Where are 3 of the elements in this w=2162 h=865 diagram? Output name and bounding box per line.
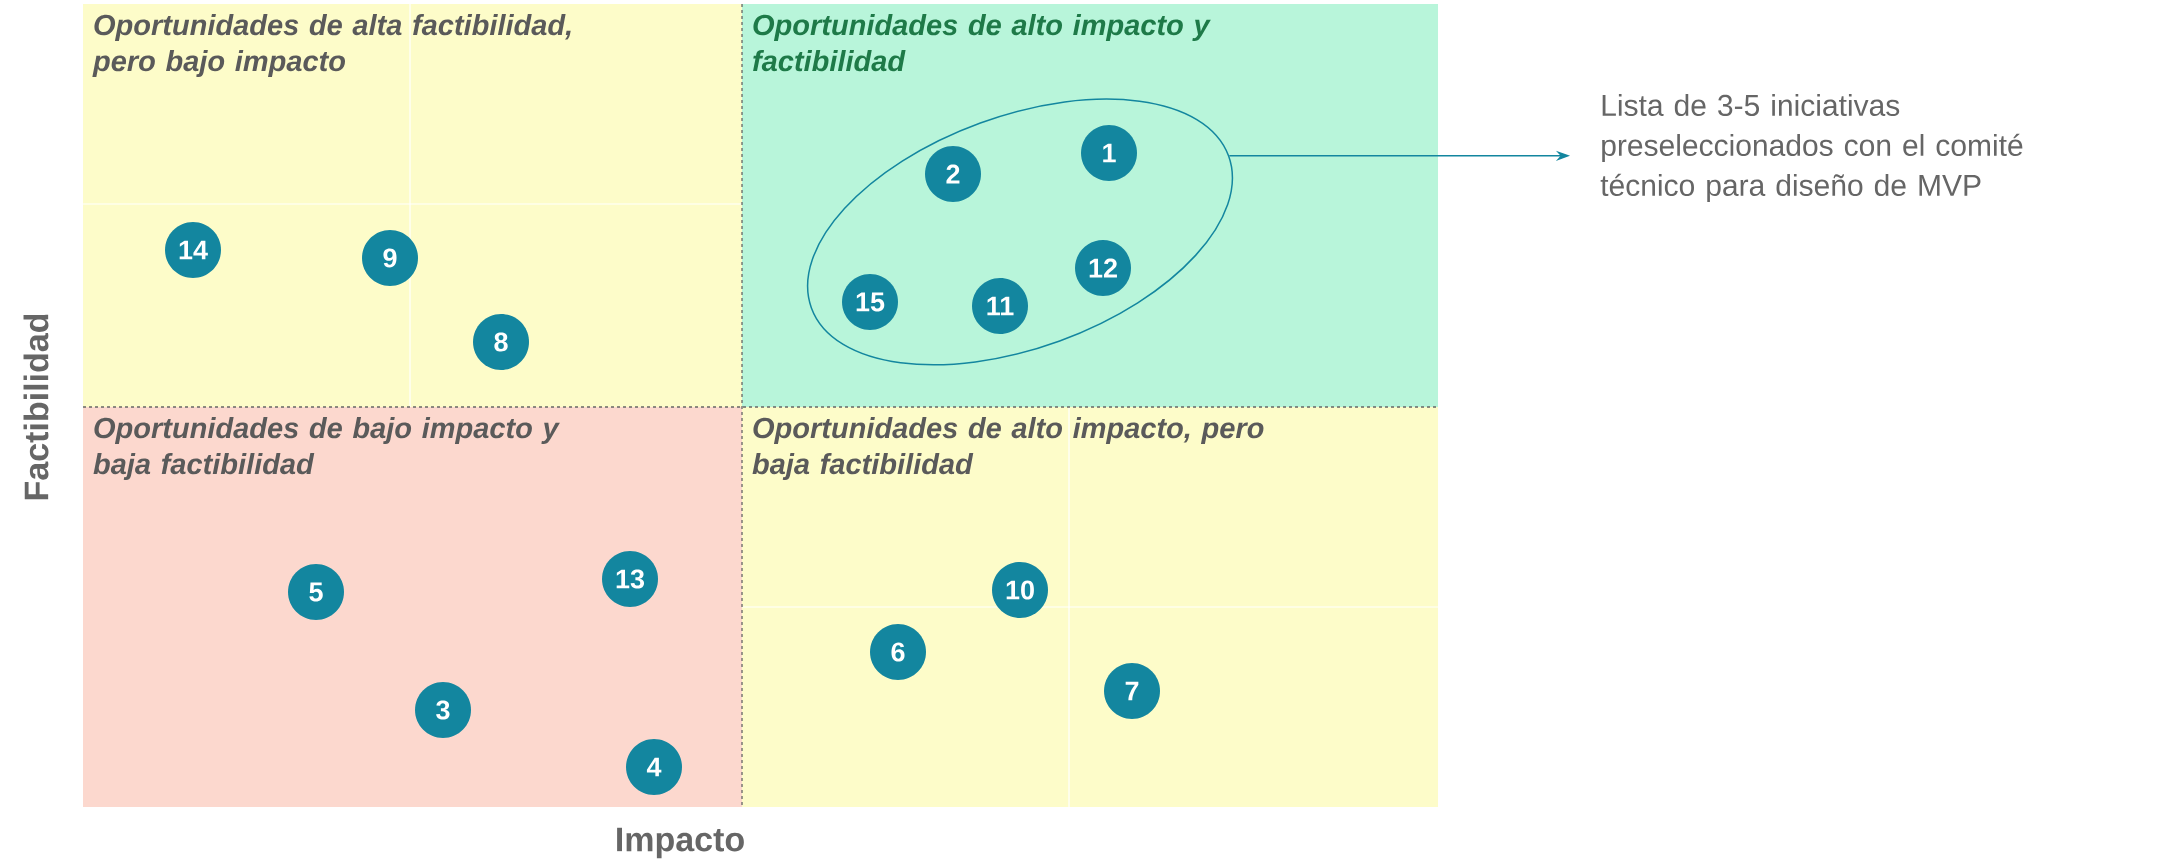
annotation-text: Lista de 3-5 iniciativas preseleccionados con el comité técnico para diseño de MVP — [1600, 94, 2023, 202]
axis-label: Factibilidad — [23, 314, 49, 500]
axis-label: Impacto — [617, 827, 744, 859]
